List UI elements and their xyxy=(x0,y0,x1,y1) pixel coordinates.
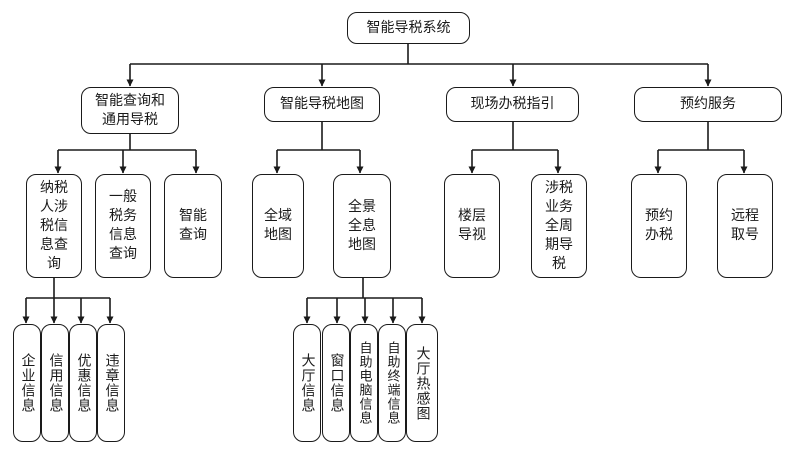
self-terminal-info-node: 自助终端信息 xyxy=(378,324,406,442)
smart-map-label: 智能导税地图 xyxy=(280,96,364,112)
window-info-label: 窗口信息 xyxy=(328,353,345,413)
panorama-map-label: 全景 全息 地图 xyxy=(348,198,376,253)
appointment-label: 预约服务 xyxy=(680,96,736,112)
window-info-node: 窗口信息 xyxy=(322,324,350,442)
panorama-map-node: 全景 全息 地图 xyxy=(333,174,391,278)
root-node-label: 智能导税系统 xyxy=(366,19,451,36)
preference-info-label: 优惠信息 xyxy=(75,353,92,413)
smart-query-node: 智能查询和 通用导税 xyxy=(81,87,179,134)
self-pc-info-label: 自助电脑信息 xyxy=(356,341,372,425)
taxpayer-query-label: 纳税 人涉 税信 息查 询 xyxy=(40,179,68,272)
onsite-guide-node: 现场办税指引 xyxy=(446,87,579,122)
onsite-guide-label: 现场办税指引 xyxy=(470,96,555,112)
hall-heatmap-label: 大厅热感图 xyxy=(414,345,431,421)
lifecycle-guide-node: 涉税 业务 全周 期导 税 xyxy=(531,174,587,278)
enterprise-info-label: 企业信息 xyxy=(19,353,36,413)
appointment-node: 预约服务 xyxy=(634,87,782,122)
appt-tax-label: 预约 办税 xyxy=(645,208,673,243)
area-map-label: 全域 地图 xyxy=(264,208,292,243)
self-pc-info-node: 自助电脑信息 xyxy=(350,324,378,442)
smart-query-label: 智能查询和 通用导税 xyxy=(95,92,165,128)
smart-map-node: 智能导税地图 xyxy=(264,87,380,122)
preference-info-node: 优惠信息 xyxy=(69,324,97,442)
remote-ticket-node: 远程 取号 xyxy=(717,174,773,278)
violation-info-label: 违章信息 xyxy=(103,353,120,413)
floor-guide-label: 楼层 导视 xyxy=(458,208,486,243)
enterprise-info-node: 企业信息 xyxy=(13,324,41,442)
taxpayer-query-node: 纳税 人涉 税信 息查 询 xyxy=(26,174,82,278)
hall-info-label: 大厅信息 xyxy=(299,353,316,413)
general-info-label: 一般 税务 信息 查询 xyxy=(109,189,137,262)
lifecycle-guide-label: 涉税 业务 全周 期导 税 xyxy=(545,179,573,272)
credit-info-label: 信用信息 xyxy=(47,353,64,413)
self-terminal-info-label: 自助终端信息 xyxy=(384,341,400,425)
general-info-node: 一般 税务 信息 查询 xyxy=(95,174,151,278)
violation-info-node: 违章信息 xyxy=(97,324,125,442)
root-node: 智能导税系统 xyxy=(347,12,470,44)
hall-info-node: 大厅信息 xyxy=(293,324,321,442)
credit-info-node: 信用信息 xyxy=(41,324,69,442)
smart-inquiry-node: 智能 查询 xyxy=(164,174,222,278)
floor-guide-node: 楼层 导视 xyxy=(444,174,500,278)
remote-ticket-label: 远程 取号 xyxy=(731,208,759,243)
hall-heatmap-node: 大厅热感图 xyxy=(406,324,438,442)
area-map-node: 全域 地图 xyxy=(252,174,304,278)
smart-inquiry-label: 智能 查询 xyxy=(179,208,207,243)
appt-tax-node: 预约 办税 xyxy=(631,174,687,278)
